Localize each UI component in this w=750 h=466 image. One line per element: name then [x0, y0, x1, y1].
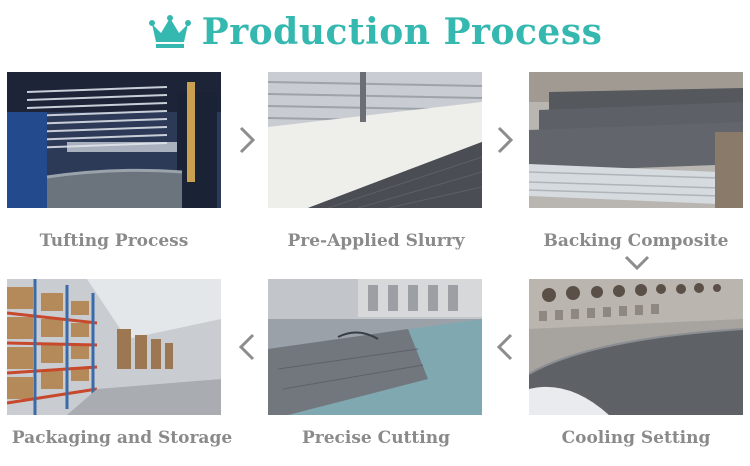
- caption-tufting: Tufting Process: [39, 231, 189, 251]
- step-slurry-photo: [268, 72, 482, 208]
- caption-storage: Packaging and Storage: [11, 428, 233, 448]
- chevron-left-icon: [492, 331, 518, 363]
- caption-cooling: Cooling Setting: [561, 428, 711, 448]
- step-tufting-photo: [7, 72, 221, 208]
- step-cooling-photo: [529, 279, 743, 415]
- page-title: Production Process: [201, 11, 603, 53]
- chevron-left-icon: [234, 331, 260, 363]
- chevron-right-icon: [234, 124, 260, 156]
- step-storage-photo: [7, 279, 221, 415]
- caption-backing: Backing Composite: [543, 231, 729, 251]
- step-cutting-photo: [268, 279, 482, 415]
- chevron-down-icon: [623, 250, 651, 274]
- page-header: Production Process: [0, 6, 750, 58]
- caption-cutting: Precise Cutting: [302, 428, 450, 448]
- caption-slurry: Pre-Applied Slurry: [287, 231, 465, 251]
- crown-icon: [148, 15, 191, 48]
- chevron-right-icon: [492, 124, 518, 156]
- step-backing-photo: [529, 72, 743, 208]
